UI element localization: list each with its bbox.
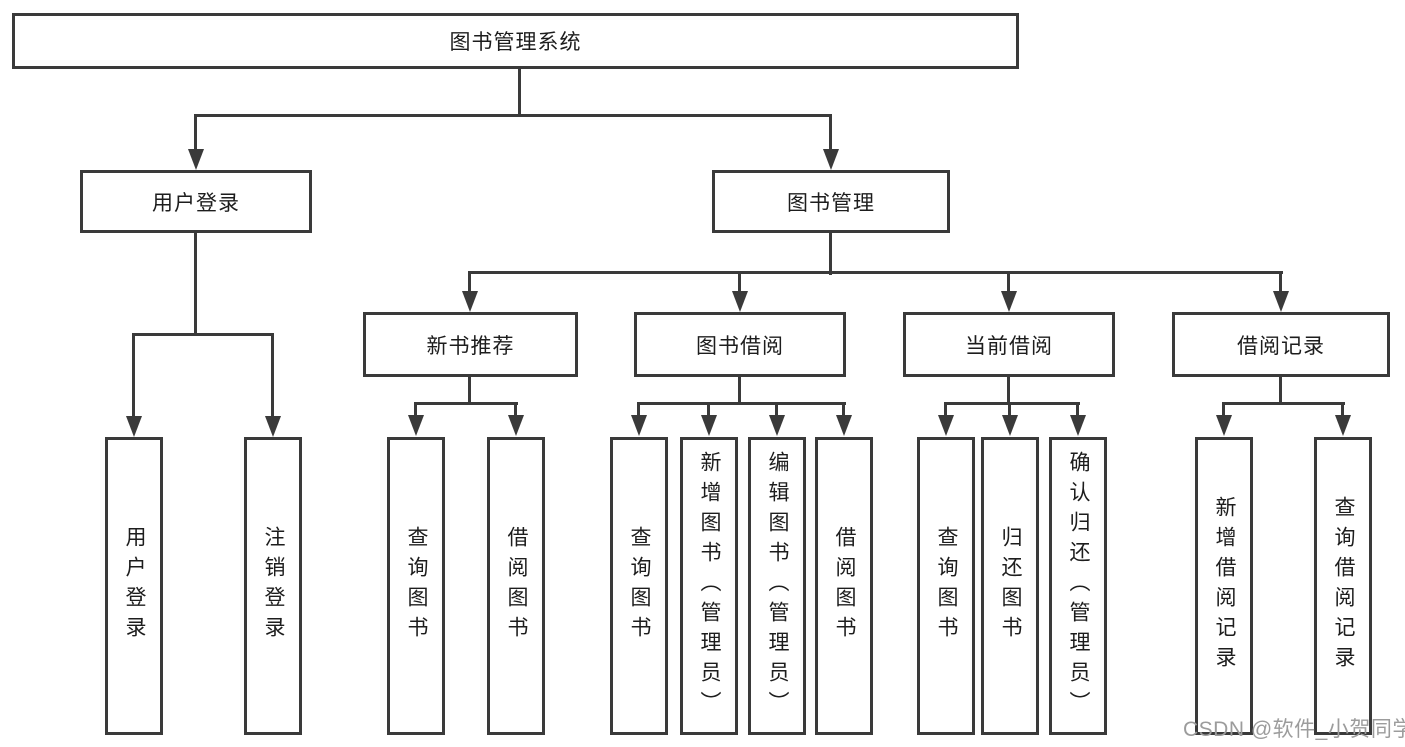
connector-line <box>1279 375 1282 405</box>
node-leaf-add-books-admin: 新增图书（管理员） <box>680 437 738 735</box>
node-label: 注销登录 <box>262 526 285 646</box>
node-book-management: 图书管理 <box>712 170 950 233</box>
node-label: 借阅图书 <box>833 526 856 646</box>
connector-arrowhead <box>823 149 839 170</box>
connector-arrowhead <box>126 416 142 437</box>
connector-line <box>194 114 197 152</box>
connector-line <box>738 375 741 405</box>
connector-arrowhead <box>769 415 785 436</box>
node-label: 图书借阅 <box>696 334 784 358</box>
connector-arrowhead <box>701 415 717 436</box>
connector-arrowhead <box>732 291 748 312</box>
connector-line <box>271 333 274 420</box>
connector-arrowhead <box>1273 291 1289 312</box>
node-label: 借阅图书 <box>505 526 528 646</box>
node-label: 查询图书 <box>935 526 958 646</box>
node-label: 编辑图书（管理员） <box>766 451 789 721</box>
connector-arrowhead <box>265 416 281 437</box>
connector-line <box>1007 375 1010 405</box>
connector-line <box>1341 402 1344 417</box>
connector-line <box>1222 402 1225 417</box>
connector-arrowhead <box>462 291 478 312</box>
node-label: 图书管理系统 <box>449 31 582 54</box>
connector-line <box>1007 271 1010 295</box>
connector-arrowhead <box>938 415 954 436</box>
connector-line <box>707 402 710 417</box>
connector-arrowhead <box>508 415 524 436</box>
connector-line <box>829 114 832 152</box>
connector-arrowhead <box>631 415 647 436</box>
connector-line <box>1279 271 1282 295</box>
node-user-login: 用户登录 <box>80 170 312 233</box>
connector-arrowhead <box>1001 291 1017 312</box>
node-leaf-borrow-books-recommend: 借阅图书 <box>487 437 545 735</box>
node-leaf-edit-books-admin: 编辑图书（管理员） <box>748 437 806 735</box>
connector-line <box>132 333 135 420</box>
node-label: 图书管理 <box>787 191 875 215</box>
connector-line <box>637 402 640 417</box>
node-label: 查询借阅记录 <box>1332 496 1355 676</box>
node-leaf-query-books-borrowing: 查询图书 <box>610 437 668 735</box>
node-label: 当前借阅 <box>965 334 1053 358</box>
connector-arrowhead <box>1070 415 1086 436</box>
node-label: 新书推荐 <box>426 334 515 358</box>
connector-line <box>514 402 517 417</box>
connector-line <box>1076 402 1079 417</box>
connector-line <box>738 271 741 295</box>
node-library-management-system: 图书管理系统 <box>12 13 1019 69</box>
connector-arrowhead <box>1002 415 1018 436</box>
node-borrowing-records: 借阅记录 <box>1172 312 1390 377</box>
connector-line <box>468 375 471 405</box>
node-label: 新增借阅记录 <box>1213 496 1236 676</box>
connector-line <box>637 402 846 405</box>
node-new-book-recommend: 新书推荐 <box>363 312 578 377</box>
node-label: 确认归还（管理员） <box>1067 451 1090 721</box>
connector-arrowhead <box>1216 415 1232 436</box>
connector-line <box>414 402 518 405</box>
connector-line <box>842 402 845 417</box>
node-leaf-borrow-books-borrowing: 借阅图书 <box>815 437 873 735</box>
node-label: 查询图书 <box>628 526 651 646</box>
node-current-borrowing: 当前借阅 <box>903 312 1115 377</box>
connector-line <box>1222 402 1345 405</box>
node-leaf-query-books-current: 查询图书 <box>917 437 975 735</box>
node-leaf-confirm-return-admin: 确认归还（管理员） <box>1049 437 1107 735</box>
node-leaf-return-books: 归还图书 <box>981 437 1039 735</box>
node-book-borrowing: 图书借阅 <box>634 312 846 377</box>
connector-arrowhead <box>1335 415 1351 436</box>
node-leaf-user-login: 用户登录 <box>105 437 163 735</box>
connector-line <box>194 230 197 336</box>
connector-arrowhead <box>836 415 852 436</box>
node-leaf-add-borrow-record: 新增借阅记录 <box>1195 437 1253 735</box>
connector-line <box>194 114 832 117</box>
connector-line <box>132 333 274 336</box>
node-label: 新增图书（管理员） <box>698 451 721 721</box>
connector-line <box>829 230 832 275</box>
connector-line <box>468 271 471 295</box>
node-label: 借阅记录 <box>1237 334 1325 358</box>
node-leaf-query-borrow-record: 查询借阅记录 <box>1314 437 1372 735</box>
node-label: 归还图书 <box>999 526 1022 646</box>
connector-line <box>944 402 1080 405</box>
connector-line <box>468 271 1283 274</box>
node-label: 用户登录 <box>152 191 240 215</box>
node-leaf-logout: 注销登录 <box>244 437 302 735</box>
connector-arrowhead <box>408 415 424 436</box>
csdn-watermark: CSDN @软件_小贺同学 <box>1183 718 1405 741</box>
connector-arrowhead <box>188 149 204 170</box>
connector-line <box>944 402 947 417</box>
node-label: 查询图书 <box>405 526 428 646</box>
connector-line <box>775 402 778 417</box>
node-label: 用户登录 <box>123 526 146 646</box>
node-leaf-query-books-recommend: 查询图书 <box>387 437 445 735</box>
connector-line <box>1008 402 1011 417</box>
connector-line <box>414 402 417 417</box>
connector-line <box>518 66 521 117</box>
